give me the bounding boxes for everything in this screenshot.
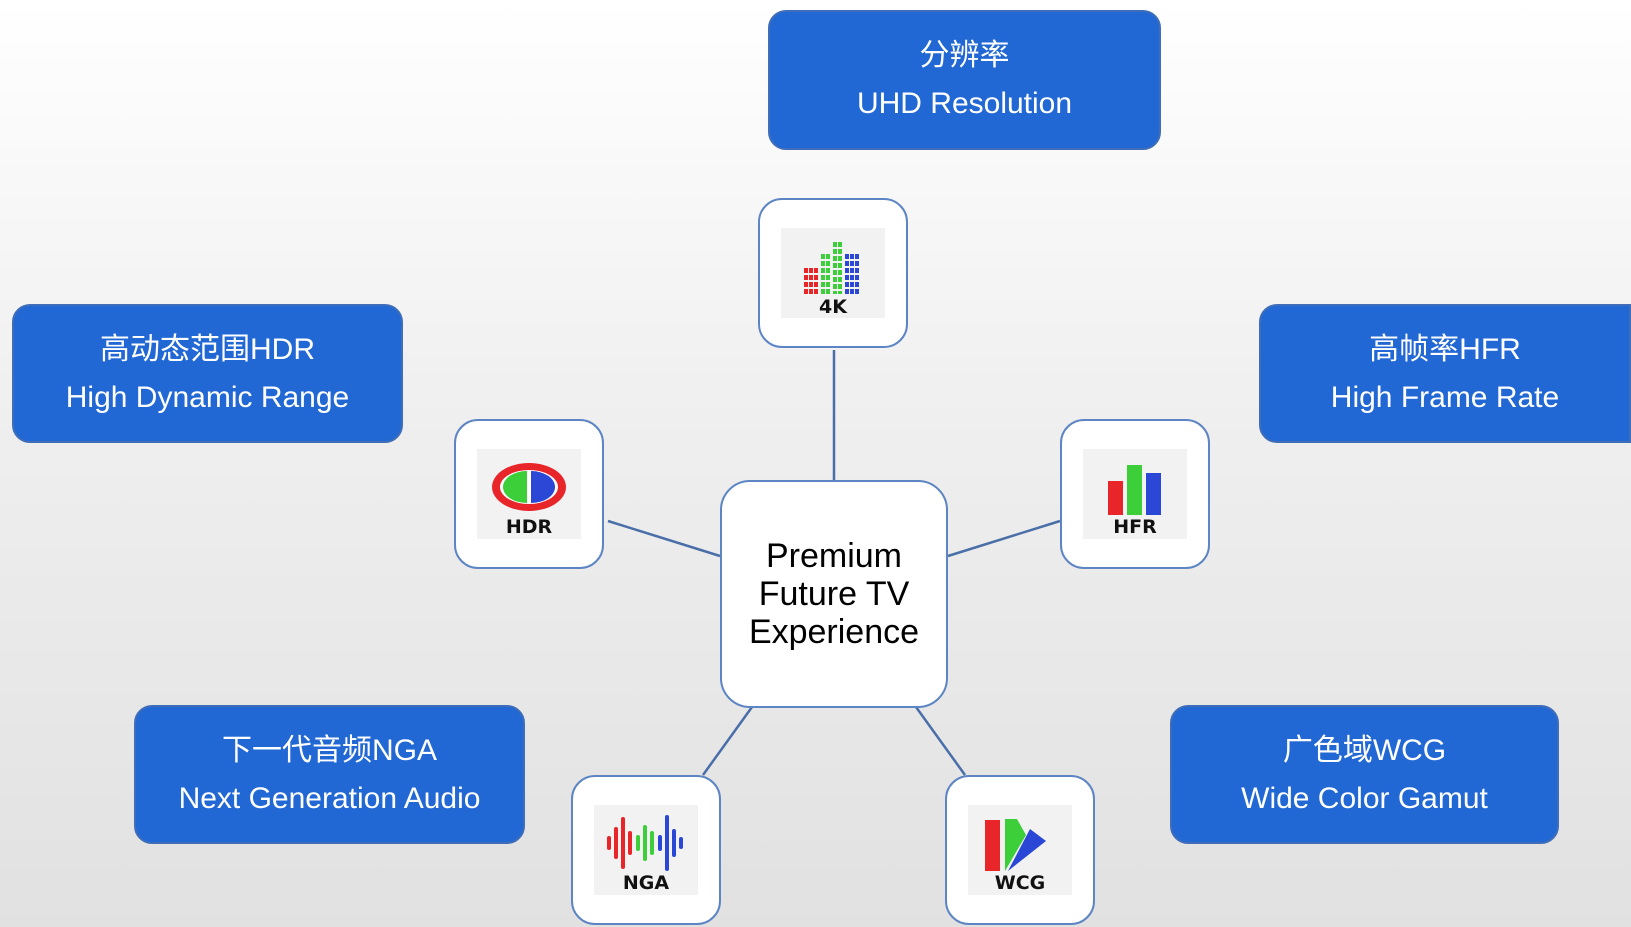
- connector-nga: [701, 706, 754, 776]
- hdr-logo-icon: HDR: [477, 449, 581, 539]
- tile-wcg: WCG: [945, 775, 1095, 925]
- resolution-label-en: UHD Resolution: [856, 87, 1073, 120]
- hfr-logo-icon: HFR: [1083, 449, 1187, 539]
- resolution-label-box: 分辨率 UHD Resolution: [768, 10, 1161, 150]
- hdr-label-box: 高动态范围HDR High Dynamic Range: [12, 304, 403, 443]
- tile-hfr: HFR: [1060, 419, 1210, 569]
- tile-4k: 4K: [758, 198, 908, 348]
- 4k-logo-text: 4K: [819, 296, 848, 318]
- connector-wcg: [914, 706, 967, 776]
- wcg-logo-icon: WCG: [968, 805, 1072, 895]
- center-node: Premium Future TV Experience: [720, 480, 948, 708]
- hdr-label-en: High Dynamic Range: [65, 380, 350, 414]
- nga-logo-icon: NGA: [594, 805, 698, 895]
- tile-nga: NGA: [571, 775, 721, 925]
- connector-hfr: [947, 519, 1061, 558]
- wcg-label-box: 广色域WCG Wide Color Gamut: [1170, 705, 1559, 844]
- hfr-label-en: High Frame Rate: [1330, 380, 1560, 414]
- hfr-label-box: 高帧率HFR High Frame Rate: [1259, 304, 1631, 443]
- center-node-label: Premium Future TV Experience: [748, 537, 920, 651]
- resolution-label-cn: 分辨率: [919, 39, 1010, 72]
- nga-label-en: Next Generation Audio: [178, 781, 481, 815]
- hfr-label-cn: 高帧率HFR: [1369, 332, 1521, 366]
- nga-label-box: 下一代音频NGA Next Generation Audio: [134, 705, 525, 844]
- hfr-logo-text: HFR: [1113, 516, 1157, 538]
- 4k-logo-icon: 4K: [781, 228, 885, 318]
- hdr-label-cn: 高动态范围HDR: [100, 332, 315, 366]
- tile-hdr: HDR: [454, 419, 604, 569]
- hdr-logo-text: HDR: [506, 516, 553, 538]
- wcg-label-cn: 广色域WCG: [1282, 733, 1447, 767]
- nga-label-cn: 下一代音频NGA: [221, 733, 437, 767]
- connector-hdr: [607, 519, 721, 558]
- wcg-label-en: Wide Color Gamut: [1241, 781, 1488, 815]
- wcg-logo-text: WCG: [995, 872, 1046, 894]
- nga-logo-text: NGA: [623, 872, 669, 894]
